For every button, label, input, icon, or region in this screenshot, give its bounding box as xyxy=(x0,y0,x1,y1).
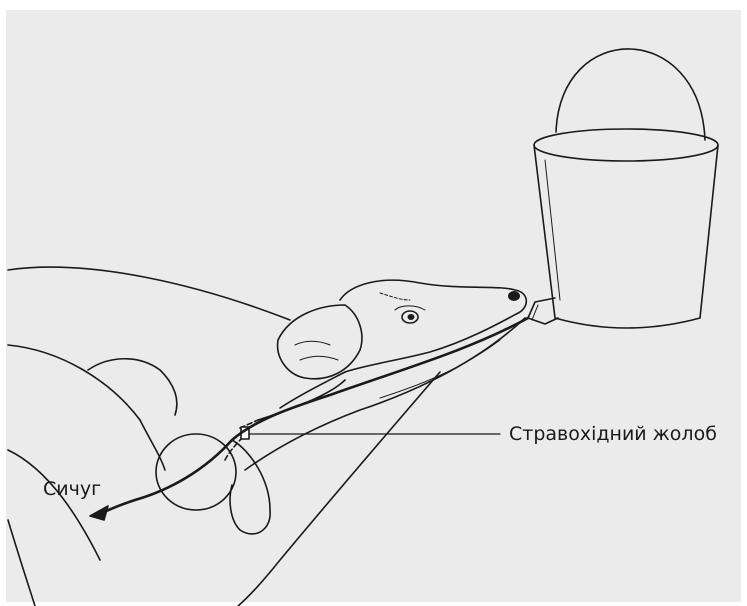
bucket-body xyxy=(534,145,718,328)
calf-nose xyxy=(508,291,520,301)
milk-pathway xyxy=(100,318,528,514)
bucket-handle xyxy=(556,49,705,140)
milk-pathway-arrowhead xyxy=(90,506,108,520)
calf-shoulder xyxy=(88,359,177,415)
esophageal-groove-label: Стравохідний жолоб xyxy=(509,423,717,445)
calf-neck-upper xyxy=(280,372,345,408)
abomasum-label: Сичуг xyxy=(43,478,101,500)
bucket-rim xyxy=(534,129,718,161)
calf-front-leg xyxy=(230,440,270,534)
calf-back-line xyxy=(8,267,290,320)
